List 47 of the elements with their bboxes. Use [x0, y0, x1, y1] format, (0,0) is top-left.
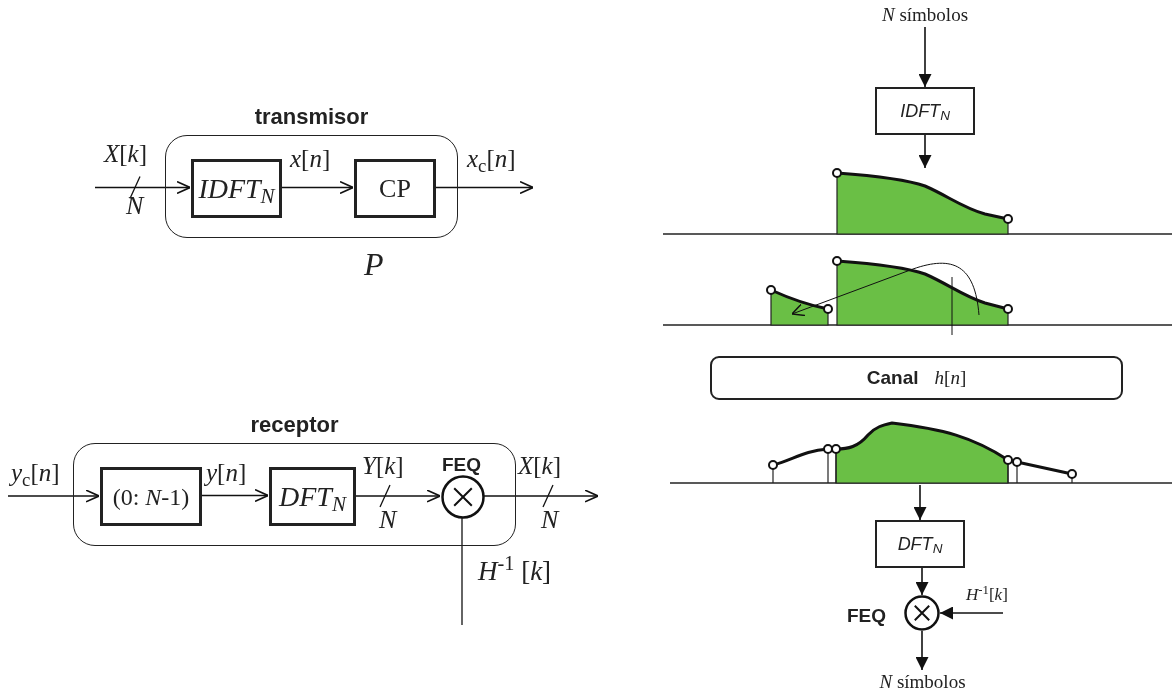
- edge-label: x$_{c}$[n]: [467, 146, 516, 171]
- arrow: [200, 488, 269, 503]
- channel-box: [710, 356, 1123, 400]
- process-box: [269, 467, 356, 526]
- arrow: [918, 134, 932, 169]
- edge-label: H$^{-1}$[k]: [966, 586, 1008, 603]
- group-heading: transmisor: [253, 103, 370, 131]
- arrow: [7, 489, 100, 503]
- bus-width-label: N: [379, 507, 397, 533]
- process-box: [100, 467, 202, 526]
- block-label: IDFT$_{N}$: [198, 171, 275, 210]
- process-box: [191, 159, 282, 218]
- symbols-label: N símbolos: [879, 669, 966, 694]
- group-heading: receptor: [249, 411, 340, 439]
- block-label: (0: N-1): [112, 482, 190, 512]
- symbols-label: N símbolos: [881, 2, 969, 27]
- arrow: [94, 180, 191, 195]
- arrow: [918, 26, 932, 88]
- multiplier-label: FEQ: [442, 453, 482, 477]
- edge-label: Y[k]: [362, 453, 404, 478]
- arrow: [913, 484, 927, 521]
- block-label: DFT$_{N}$: [279, 479, 346, 518]
- bus-width-label: N: [126, 193, 144, 219]
- block-label: CP: [379, 173, 411, 205]
- process-box: [354, 159, 436, 218]
- arrow: [354, 489, 441, 503]
- arrow: [915, 567, 929, 596]
- process-box: [875, 520, 965, 568]
- edge-label: x[n]: [290, 146, 331, 171]
- block-label: IDFT$_{N}$: [900, 99, 950, 125]
- process-box: [875, 87, 975, 135]
- channel-label: Canal: [866, 365, 919, 390]
- arrow: [483, 489, 599, 503]
- arrow: [939, 606, 1004, 620]
- edge-label: X[k]: [518, 453, 562, 478]
- block-label: DFT$_{N}$: [897, 532, 943, 558]
- arrow: [280, 180, 354, 195]
- edge-label: y[n]: [206, 460, 247, 485]
- impulse-response-label: h[n]: [934, 365, 967, 390]
- arrow: [915, 630, 929, 671]
- arrow: [434, 180, 534, 195]
- bus-width-label: N: [541, 507, 559, 533]
- edge-label: X[k]: [104, 141, 148, 166]
- edge-label: H$^{-1}$ [k]: [478, 558, 552, 585]
- multiplier-label: FEQ: [847, 604, 887, 628]
- edge-label: y$_{c}$[n]: [11, 460, 60, 485]
- group-caption: P: [364, 245, 384, 284]
